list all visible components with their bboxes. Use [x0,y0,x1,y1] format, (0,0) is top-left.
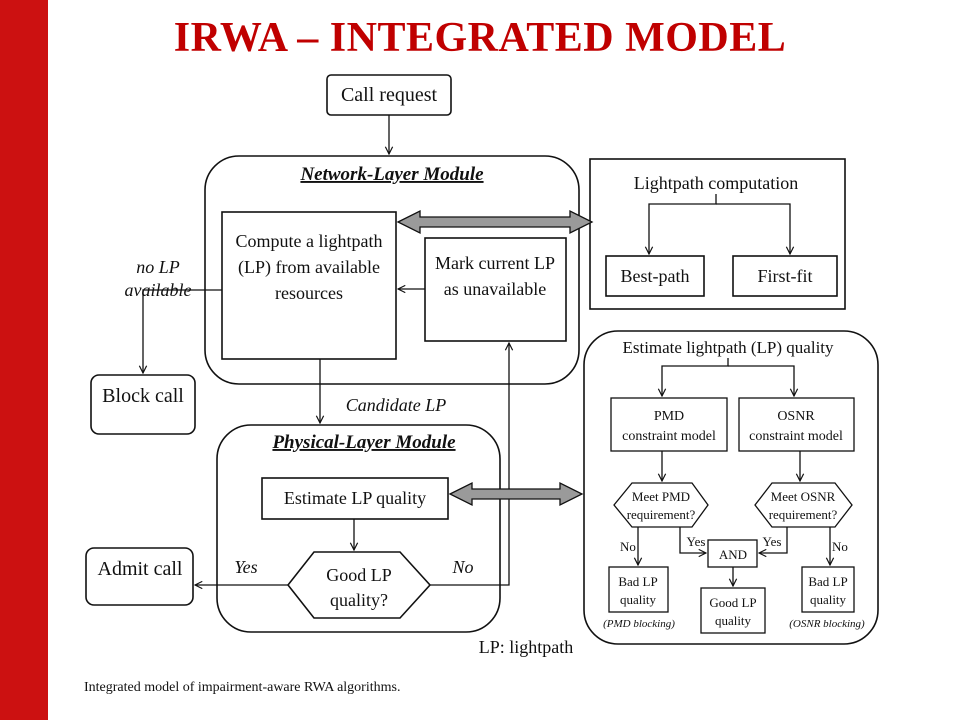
compute-lp-line-1: Compute a lightpath [236,231,383,251]
network-layer-module [204,155,580,385]
admit-call-label: Admit call [98,558,183,580]
figure-caption: Integrated model of impairment-aware RWA… [84,680,401,695]
estimate-quality-panel [583,330,879,645]
candidate-lp-label: Candidate LP [346,395,447,415]
good-lp-box [700,587,766,634]
pmd-blocking-label: (PMD blocking) [603,618,675,630]
lc-fork [649,194,717,254]
and-box [707,539,758,568]
bad-lp-right-line-1: Bad LP [808,574,847,589]
meet-pmd-line-1: Meet PMD [632,489,690,504]
network-module-title: Network-Layer Module [299,164,484,185]
meet-osnr-decision [754,482,853,528]
good-lp-line-2: quality? [330,590,388,610]
compute-lp-line-2: (LP) from available [238,257,380,278]
bad-lp-left-line-1: Bad LP [618,574,657,589]
mark-lp-line-1: Mark current LP [435,253,555,273]
double-arrow-network [396,209,594,235]
first-fit-label: First-fit [757,266,812,286]
osnr-yes [759,527,788,553]
good-lp-line-1: Good LP [326,565,392,585]
no-lp-line-1: no LP [136,257,180,277]
meet-osnr-line-2: requirement? [769,507,838,522]
osnr-blocking-label: (OSNR blocking) [789,618,865,630]
arrow-no-loop [430,343,509,586]
physical-module-title: Physical-Layer Module [271,432,456,453]
ep-fork-right [728,365,794,396]
arrow-to-block-call [143,289,222,373]
first-fit-box [732,255,838,297]
admit-call-box [85,547,194,606]
osnr-model-line-2: constraint model [749,429,843,444]
good-lp-quality-line-2: quality [715,613,752,628]
no-label: No [451,557,473,577]
red-sidebar [0,0,48,720]
bad-lp-right-line-2: quality [810,592,847,607]
estimate-panel-title: Estimate lightpath (LP) quality [622,338,834,357]
yes-label: Yes [234,557,257,577]
osnr-model-line-1: OSNR [777,409,815,424]
best-path-label: Best-path [621,266,690,286]
compute-lp-line-3: resources [275,283,343,303]
pmd-model-line-2: constraint model [622,429,716,444]
bad-lp-left-line-2: quality [620,592,657,607]
lp-legend: LP: lightpath [479,637,574,657]
pmd-model-line-1: PMD [654,409,684,424]
osnr-no-label: No [832,539,848,554]
estimate-lp-label: Estimate LP quality [284,488,426,508]
ep-fork-left [662,358,729,396]
good-lp-quality-line-1: Good LP [709,595,756,610]
pmd-yes [679,527,706,553]
lightpath-computation-title: Lightpath computation [634,173,798,193]
block-call-box [90,374,196,435]
osnr-yes-label: Yes [763,534,782,549]
meet-pmd-line-2: requirement? [627,507,696,522]
call-request-label: Call request [341,84,438,106]
meet-pmd-decision [613,482,709,528]
mark-lp-box [424,237,567,342]
pmd-yes-label: Yes [687,534,706,549]
block-call-label: Block call [102,385,184,407]
no-lp-line-2: available [125,280,192,300]
meet-osnr-line-1: Meet OSNR [771,489,836,504]
compute-lp-box [221,211,397,360]
bad-lp-right-box [801,566,855,613]
best-path-box [605,255,705,297]
double-arrow-physical [448,481,584,507]
slide-title: IRWA – INTEGRATED MODEL [173,15,787,61]
estimate-lp-box [261,477,449,520]
and-label: AND [719,547,747,562]
pmd-constraint-box [610,397,728,452]
mark-lp-line-2: as unavailable [444,279,546,299]
lc-fork-right [716,203,790,254]
pmd-no-label: No [620,539,636,554]
lightpath-computation-panel [589,158,846,310]
physical-layer-module [216,424,501,633]
bad-lp-left-box [608,566,669,613]
osnr-constraint-box [738,397,855,452]
